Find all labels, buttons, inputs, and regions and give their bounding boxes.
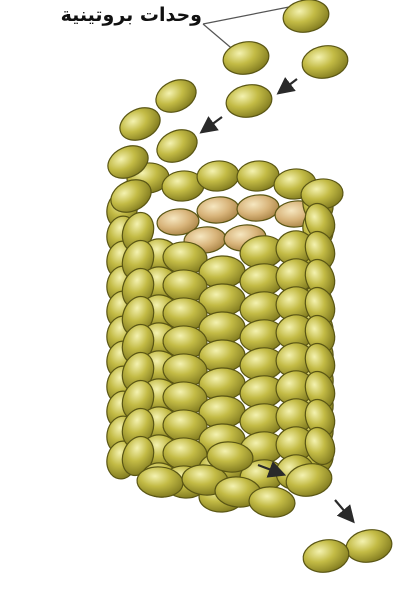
arrow-icon bbox=[280, 79, 297, 92]
tube-subunit bbox=[115, 102, 166, 147]
inner-subunit bbox=[196, 195, 240, 225]
tube-subunit bbox=[152, 124, 203, 169]
pointer-line bbox=[203, 6, 294, 24]
free-protein-unit bbox=[224, 81, 275, 121]
free-protein-unit bbox=[301, 536, 352, 576]
free-protein-unit bbox=[344, 526, 393, 566]
arrow-icon bbox=[203, 117, 222, 131]
tube-subunit bbox=[151, 74, 202, 119]
free-protein-unit bbox=[281, 0, 332, 36]
free-protein-unit bbox=[300, 42, 351, 82]
inner-subunit bbox=[236, 193, 280, 223]
tube-front bbox=[103, 74, 340, 519]
tube-subunit bbox=[236, 159, 280, 193]
free-protein-unit bbox=[221, 38, 272, 78]
arrow-icon bbox=[335, 500, 352, 520]
